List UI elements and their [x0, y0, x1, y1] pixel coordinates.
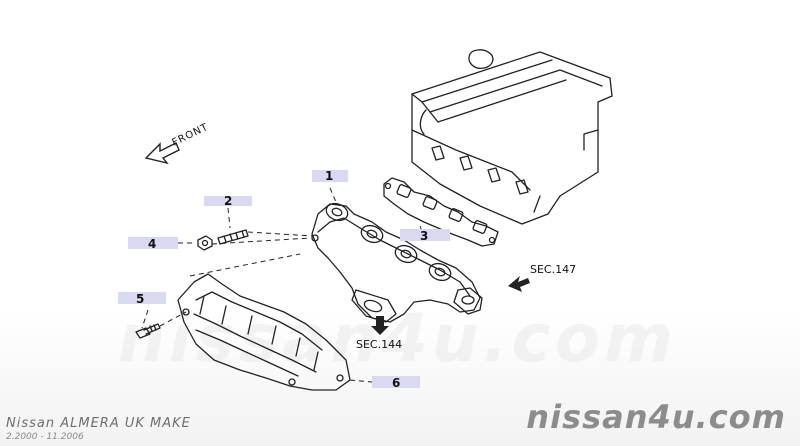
heat-shield: [177, 273, 351, 391]
callout-1: 1: [325, 169, 333, 183]
exhaust-manifold: [311, 202, 483, 323]
front-label: FRONT: [170, 122, 210, 149]
callout-4: 4: [148, 237, 156, 251]
callout-highlights: [118, 170, 450, 388]
leader-lines: [141, 187, 425, 383]
stud: [217, 229, 249, 245]
sec-147-arrow-icon: [508, 276, 530, 292]
engine-block: [411, 49, 613, 225]
sec-147-label: SEC.147: [530, 263, 576, 276]
front-arrow-icon: [144, 142, 180, 165]
site-brand: nissan4u.com: [526, 398, 786, 436]
callout-5: 5: [136, 292, 144, 306]
manifold-gasket: [383, 177, 499, 247]
callout-2: 2: [224, 194, 232, 208]
bolt: [135, 323, 161, 339]
callout-6: 6: [392, 376, 400, 390]
sec-144-label: SEC.144: [356, 338, 402, 351]
sec-144-arrow-icon: [371, 316, 389, 335]
callout-3: 3: [420, 229, 428, 243]
model-title: Nissan ALMERA UK MAKE: [6, 416, 191, 431]
production-date-range: 2.2000 - 11.2006: [6, 432, 84, 442]
nut: [197, 235, 213, 251]
